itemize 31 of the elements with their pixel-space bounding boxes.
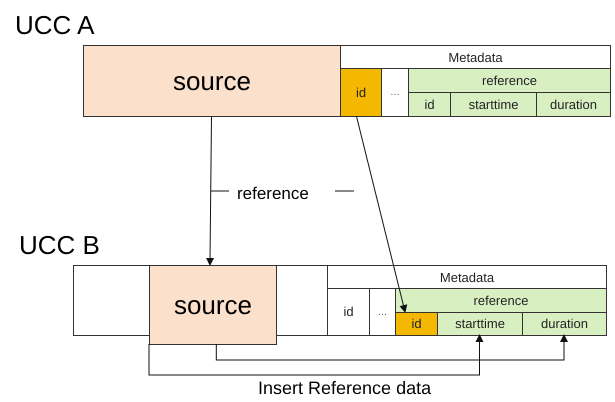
cell-text: id bbox=[424, 96, 435, 114]
box-title: source bbox=[172, 64, 252, 98]
table-cell bbox=[395, 312, 438, 336]
cell-text: id bbox=[356, 84, 366, 102]
cell-text: starttime bbox=[455, 315, 505, 334]
arrow bbox=[148, 334, 484, 376]
header-text: Metadata bbox=[448, 48, 503, 67]
arrow bbox=[206, 116, 214, 266]
cell-text: id bbox=[343, 303, 354, 322]
arrow bbox=[216, 334, 568, 360]
reference-box bbox=[408, 68, 611, 117]
section-title: UCC A bbox=[15, 9, 94, 42]
cell-text: id bbox=[411, 315, 422, 334]
cell-text: duration bbox=[541, 315, 588, 334]
header-text: reference bbox=[474, 292, 528, 310]
table-cell bbox=[340, 68, 382, 117]
source-box bbox=[149, 265, 277, 345]
header-text: Metadata bbox=[440, 268, 494, 287]
cell-text: ... bbox=[390, 85, 400, 100]
caption-text: Insert Reference data bbox=[258, 377, 432, 400]
reference-box bbox=[395, 288, 607, 336]
cell-text: starttime bbox=[468, 96, 518, 114]
box-title: source bbox=[174, 288, 252, 322]
cell-text: duration bbox=[550, 96, 597, 114]
section-title: UCC B bbox=[19, 229, 100, 262]
source-box bbox=[83, 45, 341, 117]
label-text: reference bbox=[237, 183, 309, 205]
metadata-box bbox=[327, 265, 607, 336]
header-text: reference bbox=[482, 72, 537, 90]
arrow bbox=[356, 116, 408, 313]
cell-text: ... bbox=[378, 304, 388, 320]
